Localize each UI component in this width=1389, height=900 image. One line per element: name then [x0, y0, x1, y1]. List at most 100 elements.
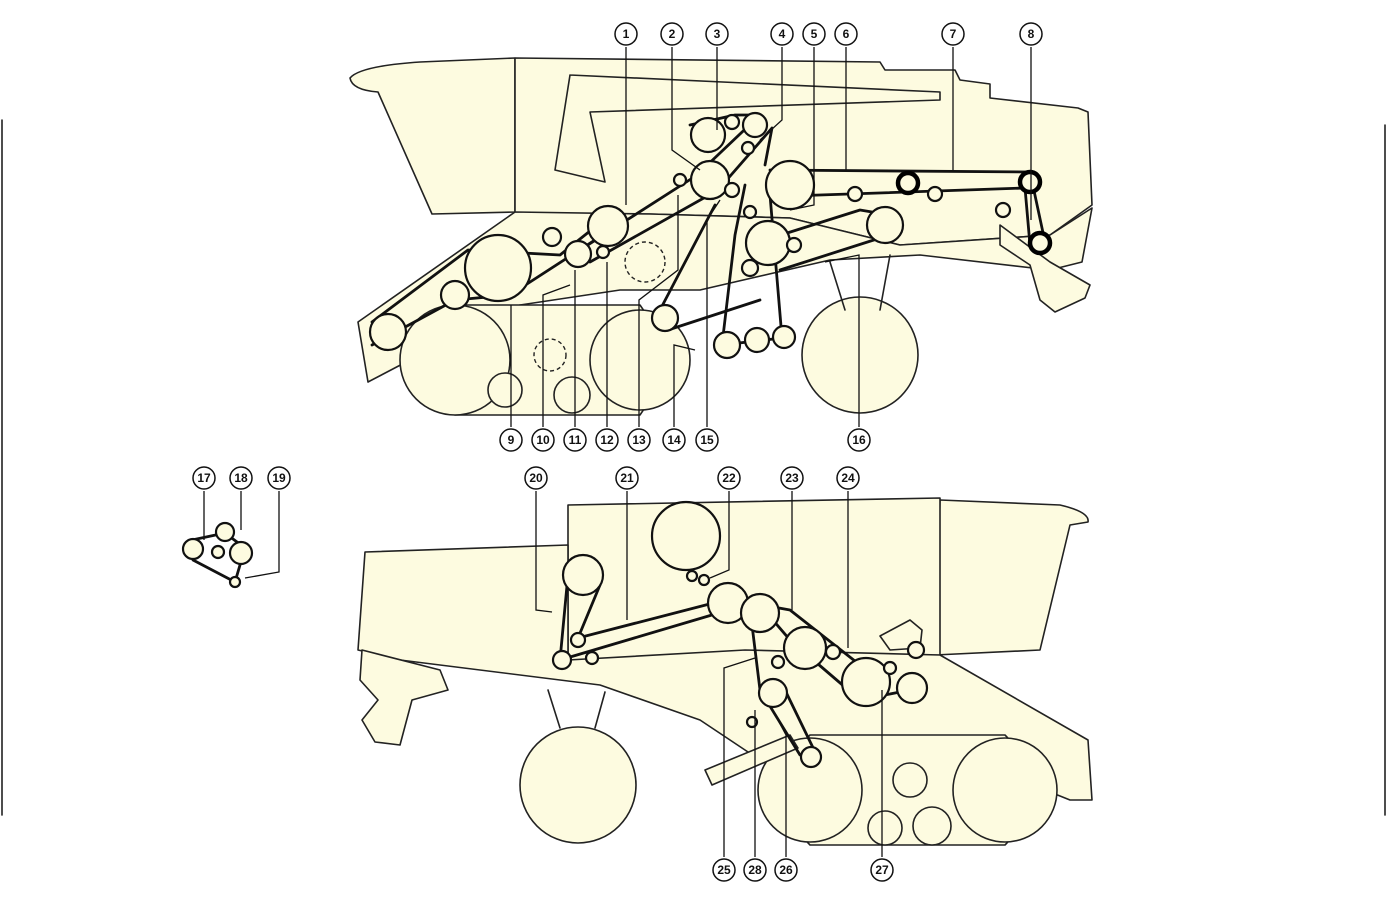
svg-text:15: 15 — [700, 433, 714, 447]
callout-17: 17 — [192, 466, 216, 490]
svg-text:12: 12 — [600, 433, 614, 447]
combine-left-side-view — [349, 57, 1093, 416]
pulley-feeder-idler — [439, 279, 471, 311]
pulley-small — [740, 258, 760, 278]
detail-pulley-1 — [181, 537, 205, 561]
axle-strut — [547, 689, 561, 729]
pulley-lower-1 — [650, 303, 680, 333]
callout-15: 15 — [695, 428, 719, 452]
svg-text:6: 6 — [843, 27, 850, 41]
svg-text:2: 2 — [669, 27, 676, 41]
track-roller — [867, 810, 903, 846]
unloader-spout-right — [359, 649, 449, 746]
pulley-lower-3 — [743, 326, 771, 354]
svg-text:22: 22 — [722, 471, 736, 485]
svg-text:11: 11 — [569, 433, 582, 447]
callout-23: 23 — [780, 466, 804, 490]
callout-11: 11 — [563, 428, 587, 452]
pulley-small — [906, 640, 926, 660]
track-roller — [533, 338, 567, 372]
pulley-upper-1 — [689, 116, 727, 154]
svg-text:25: 25 — [717, 863, 731, 877]
pulley-main-drive-outer — [586, 204, 630, 248]
cab-roof-right — [934, 499, 1089, 656]
leader-25 — [723, 657, 756, 857]
axle-strut — [879, 254, 891, 311]
detail-pulley-3 — [210, 544, 226, 560]
callouts: 1 2 3 4 5 6 7 8 9 10 11 12 13 14 15 16 1… — [192, 22, 1043, 882]
pulley-small — [740, 140, 756, 156]
pulley-header-low — [551, 649, 573, 671]
cab-roof — [349, 57, 516, 215]
detail-pulley-4 — [228, 540, 254, 566]
pulley-upper-3 — [741, 111, 769, 139]
svg-text:24: 24 — [841, 471, 855, 485]
track-idler-wheel — [757, 737, 863, 843]
pulley-small — [697, 573, 711, 587]
leader-4 — [759, 47, 783, 141]
callout-3: 3 — [705, 22, 729, 46]
callout-16: 16 — [847, 428, 871, 452]
pulley-small — [584, 650, 600, 666]
pulley-small — [824, 643, 842, 661]
svg-text:19: 19 — [272, 471, 286, 485]
callout-22: 22 — [717, 466, 741, 490]
pulley-upper-2 — [723, 113, 741, 131]
pulley-tank — [650, 500, 722, 572]
track-roller — [892, 762, 928, 798]
pulley-header — [561, 553, 605, 597]
pulley-bottom-right — [799, 745, 823, 769]
svg-text:28: 28 — [748, 863, 762, 877]
callout-24: 24 — [836, 466, 860, 490]
callout-6: 6 — [834, 22, 858, 46]
callout-18: 18 — [229, 466, 253, 490]
pulley-small — [685, 569, 699, 583]
svg-text:27: 27 — [875, 863, 889, 877]
leader-26 — [777, 719, 787, 857]
grain-tank-window — [554, 74, 941, 183]
pulley-small — [569, 631, 587, 649]
leader-19 — [244, 491, 280, 579]
pulley-cleaning — [744, 219, 792, 267]
pulley-small — [926, 185, 944, 203]
axle-strut — [594, 691, 606, 729]
pulley-hidden — [624, 241, 666, 283]
svg-text:7: 7 — [950, 27, 957, 41]
callout-20: 20 — [524, 466, 548, 490]
pulley-lower-2 — [712, 330, 742, 360]
pulley-fan-right — [895, 671, 929, 705]
track-roller — [487, 372, 523, 408]
svg-text:9: 9 — [508, 433, 515, 447]
pulley-small — [770, 654, 786, 670]
pulley-rotor-right-outer — [782, 625, 828, 671]
drive-arm — [704, 734, 799, 786]
combine-right-side-view — [357, 497, 1093, 846]
pulley-small — [785, 236, 803, 254]
callout-12: 12 — [595, 428, 619, 452]
callout-1: 1 — [614, 22, 638, 46]
pulley-fan — [865, 205, 905, 245]
pulley-rotor-outer — [764, 159, 816, 211]
pulley-spreader — [1017, 169, 1043, 195]
svg-text:17: 17 — [197, 471, 211, 485]
leader-13 — [638, 195, 679, 427]
pulley-small — [882, 660, 898, 676]
right-belt-3 — [750, 623, 820, 760]
svg-text:16: 16 — [852, 433, 866, 447]
callout-19: 19 — [267, 466, 291, 490]
track-roller — [553, 376, 591, 414]
detail-drive — [181, 521, 254, 589]
pulley-small — [994, 201, 1012, 219]
svg-text:1: 1 — [623, 27, 630, 41]
track-idler-wheel — [589, 309, 691, 411]
pulley-cleaning-right-outer — [840, 656, 892, 708]
pulley-small — [723, 181, 741, 199]
svg-text:8: 8 — [1028, 27, 1035, 41]
svg-text:5: 5 — [811, 27, 818, 41]
leader-16 — [824, 254, 860, 427]
callout-26: 26 — [774, 858, 798, 882]
callout-28: 28 — [743, 858, 767, 882]
pulley-small — [742, 204, 758, 220]
pulley-lower-4 — [771, 324, 797, 350]
